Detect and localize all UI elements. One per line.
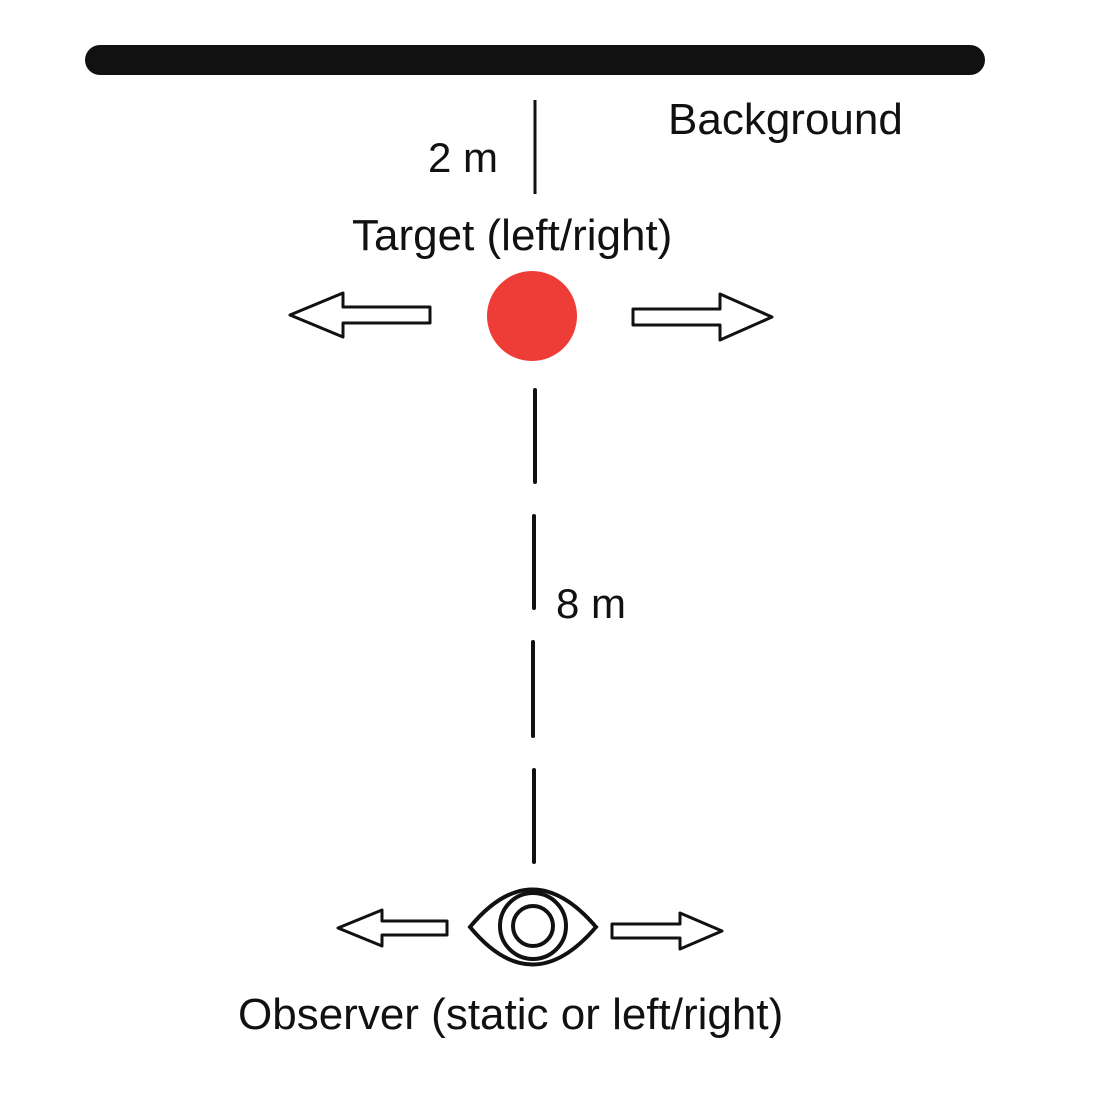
observer-distance-dashed-line (531, 388, 537, 864)
target-dot (487, 271, 577, 361)
eye-icon (467, 887, 599, 967)
observer-left-arrow-icon (336, 908, 449, 948)
background-label: Background (668, 95, 903, 144)
observer-distance-label: 8 m (556, 580, 626, 627)
gap-distance-label: 2 m (428, 134, 498, 181)
observer-right-arrow-icon (610, 911, 724, 951)
observer-label: Observer (static or left/right) (238, 990, 783, 1039)
target-label: Target (left/right) (352, 211, 672, 260)
target-left-arrow-icon (288, 291, 432, 339)
target-right-arrow-icon (631, 292, 774, 342)
